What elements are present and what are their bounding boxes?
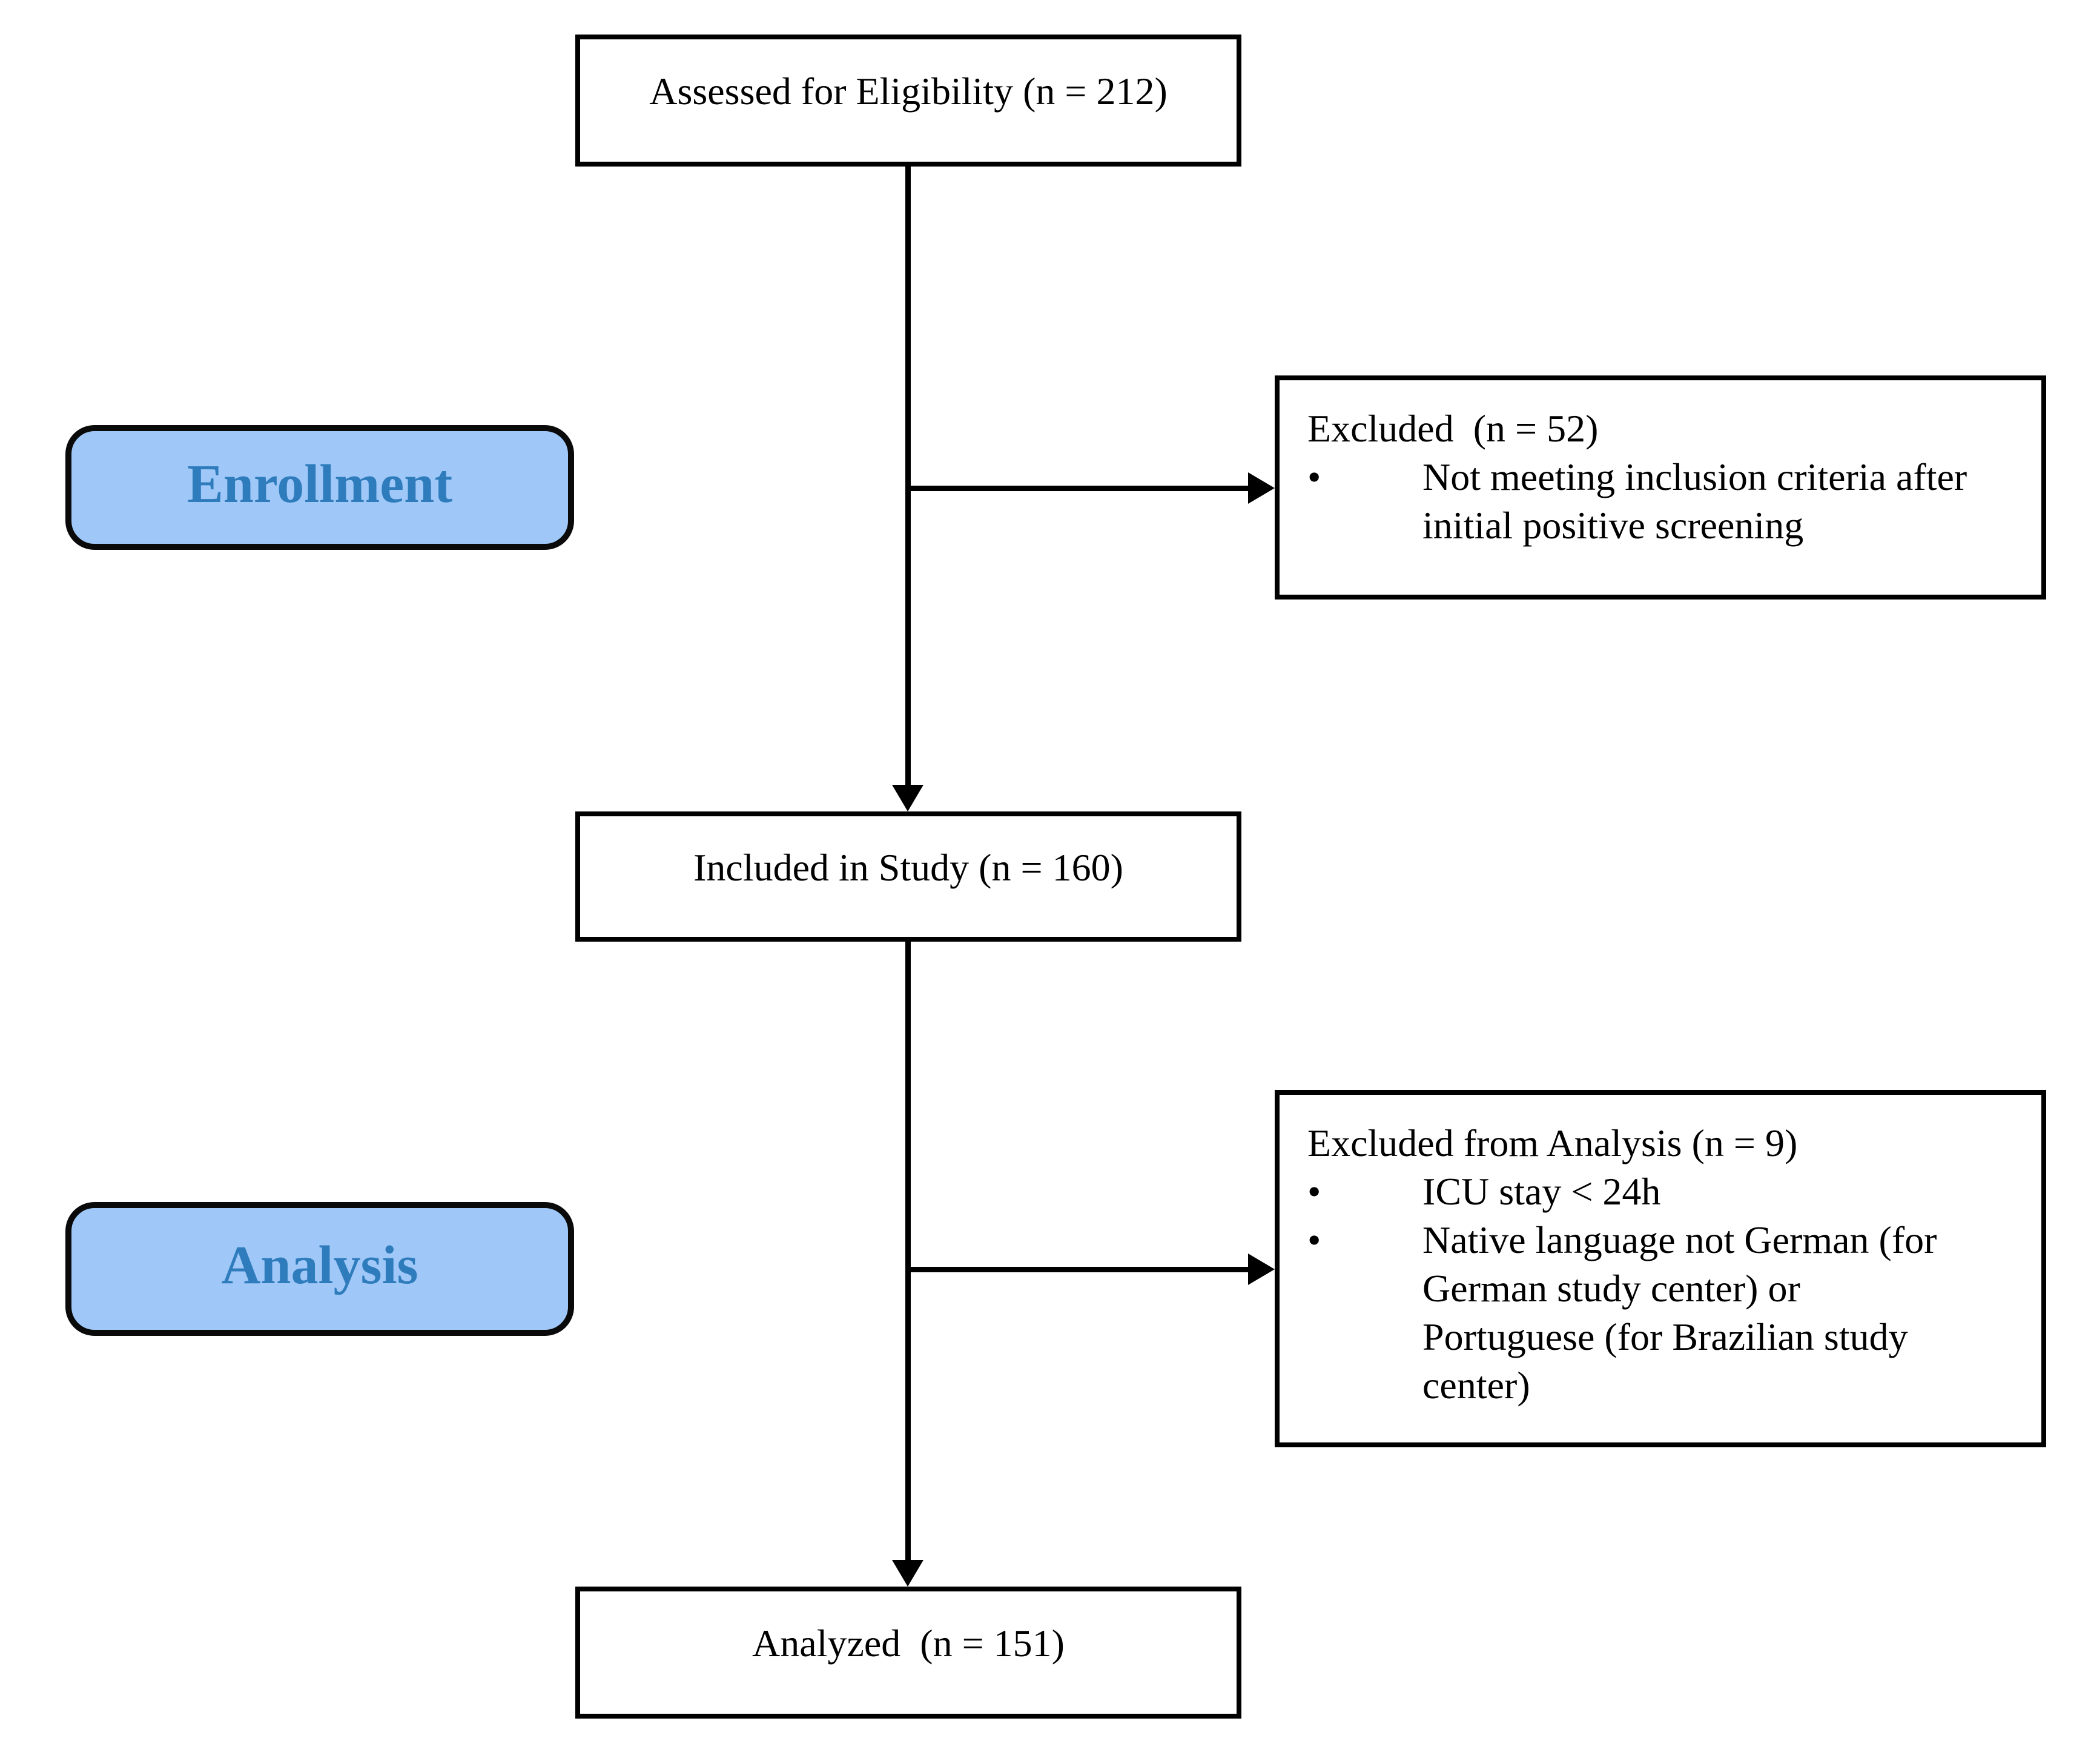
arrowhead-down-icon [892,785,923,811]
bullet-marker: • [1307,1218,1321,1261]
connector-to-excluded-analysis [908,1267,1248,1272]
assessed-for-eligibility-label: Assessed for Eligibility (n = 212) [649,70,1168,113]
arrowhead-down-icon [892,1560,923,1587]
included-in-study-box: Included in Study (n = 160) [575,811,1241,942]
excluded-enrollment-bullet-item: • Not meeting inclusion criteria after i… [1307,453,2017,550]
analysis-stage-text: Analysis [221,1235,418,1295]
assessed-for-eligibility-box: Assessed for Eligibility (n = 212) [575,35,1241,167]
excluded-analysis-bullet-text-2: Native language not German (for German s… [1422,1218,1937,1407]
analyzed-box: Analyzed (n = 151) [575,1587,1241,1719]
connector-included-to-analyzed [905,940,911,1561]
enrollment-stage-label: Enrollment [65,425,574,550]
arrowhead-right-icon [1248,1254,1275,1285]
analysis-stage-label: Analysis [65,1202,574,1336]
enrollment-stage-text: Enrollment [187,454,453,514]
connector-assessed-to-included [905,165,911,786]
bullet-marker: • [1307,1170,1321,1213]
excluded-analysis-heading: Excluded from Analysis (n = 9) [1307,1121,1798,1164]
analyzed-label: Analyzed (n = 151) [752,1622,1065,1665]
bullet-marker: • [1307,455,1321,498]
excluded-enrollment-bullet-text: Not meeting inclusion criteria after ini… [1422,455,1967,547]
connector-to-excluded-enrollment [908,486,1248,491]
included-in-study-label: Included in Study (n = 160) [693,845,1123,889]
arrowhead-right-icon [1248,472,1275,504]
excluded-analysis-bullet-item: • ICU stay < 24h [1307,1168,2017,1216]
excluded-enrollment-box: Excluded (n = 52) • Not meeting inclusio… [1275,375,2046,600]
excluded-analysis-bullet-text-1: ICU stay < 24h [1422,1170,1661,1213]
excluded-enrollment-heading: Excluded (n = 52) [1307,407,1599,450]
excluded-analysis-bullet-item: • Native language not German (for German… [1307,1216,2017,1410]
excluded-analysis-box: Excluded from Analysis (n = 9) • ICU sta… [1275,1090,2046,1447]
